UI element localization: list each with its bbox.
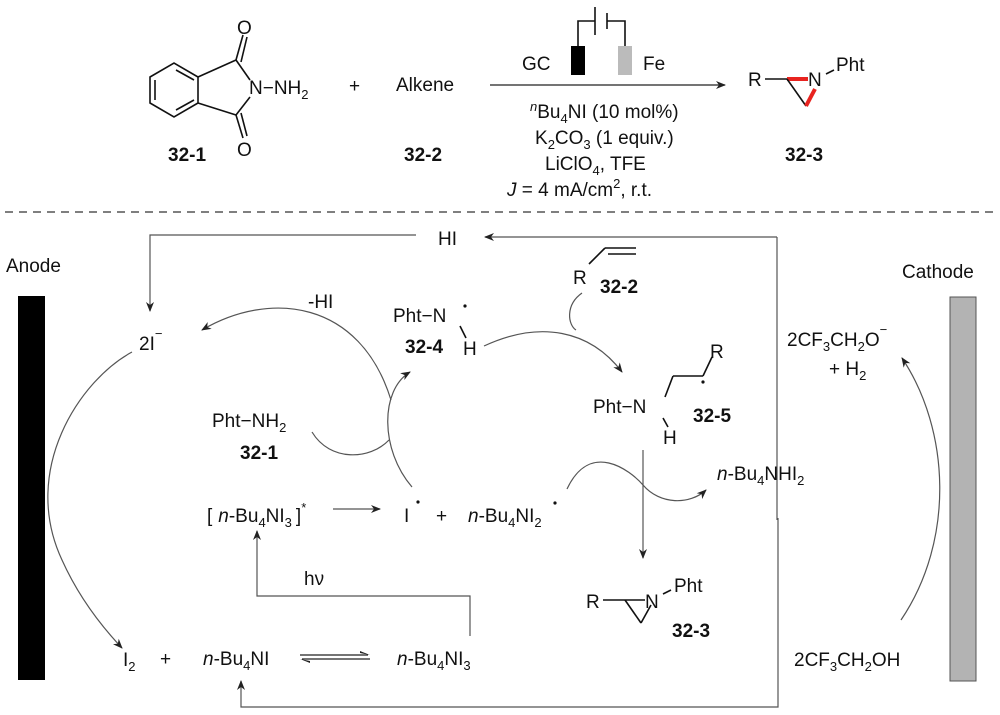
hat-arrow-to-32-4 <box>387 371 413 488</box>
phthalimide-amine-structure: O O N−NH2 32-1 <box>149 18 309 166</box>
cathode-electrode <box>949 296 977 682</box>
radical-dot-32-5 <box>701 380 705 384</box>
reaction-conditions: nBu4NI (10 mol%) K2CO3 (1 equiv.) LiClO4… <box>506 99 679 201</box>
h-atom: H <box>463 339 477 360</box>
trifluoroethanol: 2CF3CH2OH <box>794 650 900 674</box>
hi-species: HI <box>438 229 457 250</box>
oxidation-arrow <box>47 351 133 649</box>
excited-triiodide: [n-Bu4NI3]* <box>207 500 306 530</box>
hat-arc <box>311 431 390 456</box>
bu4ni2-radical: n-Bu4NI2 <box>468 506 542 530</box>
trifluoroethoxide: 2CF3CH2O− <box>787 322 887 354</box>
regeneration-arrow <box>237 518 779 708</box>
hi-to-iodide-arrow <box>146 234 416 312</box>
quench-arrow <box>566 461 707 502</box>
condition-base: K2CO3 (1 equiv.) <box>535 128 674 152</box>
plus-sign: + <box>349 76 360 97</box>
bu4ni3: n-Bu4NI3 <box>397 649 471 673</box>
radical-dot <box>463 304 467 308</box>
compound-label-32-3: 32-3 <box>785 145 823 166</box>
equilibrium-arrows <box>300 651 370 663</box>
aziridine-product-structure: R N Pht 32-3 <box>748 55 865 166</box>
aziridine-mech-structure: R N Pht 32-3 <box>586 576 710 642</box>
pht-group: Pht <box>836 55 865 76</box>
bu4ni: n-Bu4NI <box>203 649 269 673</box>
pht-nh2: Pht−NH2 <box>212 411 286 435</box>
compound-label-32-2-mech: 32-2 <box>600 277 638 298</box>
compound-label-32-4: 32-4 <box>405 337 443 358</box>
condition-electrolyte: LiClO4, TFE <box>545 154 646 178</box>
iodine-radical-dot <box>416 500 420 504</box>
aziridine-n: N <box>645 592 659 613</box>
bu4nhi2: n-Bu4NHI2 <box>717 464 804 488</box>
r-group: R <box>748 70 762 91</box>
plus-sign-bottom: + <box>160 649 171 670</box>
alkene-r: R <box>573 268 587 289</box>
oxygen-top: O <box>237 18 252 39</box>
compound-label-32-5: 32-5 <box>693 406 731 427</box>
aziridine-pht: Pht <box>674 576 703 597</box>
compound-label-32-1-mech: 32-1 <box>240 443 278 464</box>
iodine-radical: I <box>404 506 409 527</box>
anode-electrode <box>18 296 45 680</box>
alkene-addition-arc <box>569 292 583 331</box>
n-atom: N <box>808 70 822 91</box>
compound-label-32-1: 32-1 <box>168 145 206 166</box>
bu4ni2-radical-dot <box>553 501 557 505</box>
photoexcitation-arrow <box>253 530 471 636</box>
iodine-i2: I2 <box>123 650 136 674</box>
cathode-electrode-fe <box>618 46 632 75</box>
h-32-5: H <box>663 428 677 449</box>
hv-label: hν <box>304 569 324 590</box>
cathode-label: Cathode <box>902 262 974 283</box>
aziridine-r: R <box>586 592 600 613</box>
minus-hi-arrow <box>201 307 392 401</box>
reduction-arrow <box>900 357 941 621</box>
plus-sign-mech: + <box>436 506 447 527</box>
radical-addition-arrow <box>483 331 623 373</box>
fe-label: Fe <box>643 54 665 75</box>
anode-label: Anode <box>6 256 61 277</box>
hydrogen-gas: + H2 <box>829 359 866 383</box>
radical-32-4: Pht−N <box>393 306 446 327</box>
condition-catalyst: nBu4NI (10 mol%) <box>530 99 679 126</box>
anode-electrode-gc <box>571 46 585 75</box>
alkene-label: Alkene <box>396 75 454 96</box>
compound-label-32-2: 32-2 <box>404 145 442 166</box>
minus-hi-label: -HI <box>308 292 333 313</box>
electrochemical-cell-icon: GC Fe <box>522 7 665 75</box>
compound-label-32-3-mech: 32-3 <box>672 621 710 642</box>
gc-label: GC <box>522 54 551 75</box>
oxygen-bottom: O <box>237 140 252 161</box>
condition-current: J = 4 mA/cm2, r.t. <box>506 176 652 201</box>
iodide-species: 2I− <box>139 326 162 355</box>
r-32-5: R <box>710 342 724 363</box>
radical-32-5: Pht−N <box>593 397 646 418</box>
n-nh2-label: N−NH2 <box>249 78 309 102</box>
